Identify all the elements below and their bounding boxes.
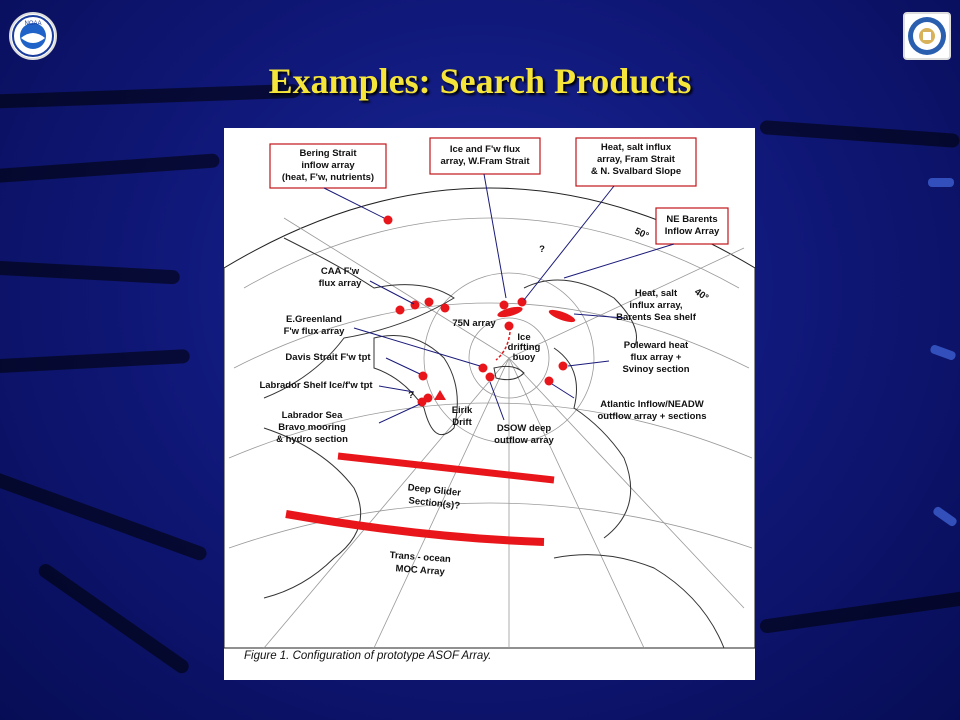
eirik-drift-marker <box>434 390 446 400</box>
label-labrador-sea: Labrador Sea <box>282 410 343 421</box>
dsow-marker <box>485 372 495 382</box>
label-glider: Section(s)? <box>408 495 461 511</box>
slide-title: Examples: Search Products <box>268 61 692 101</box>
label-ne-barents: NE Barents <box>666 214 717 225</box>
label-labrador-sea: Bravo mooring <box>278 422 346 433</box>
label-ice-buoy: Ice <box>517 332 530 343</box>
label-atlantic: Atlantic Inflow/NEADW <box>600 399 703 410</box>
asof-array-map-figure: 50° 40° <box>224 128 755 680</box>
n75-marker <box>504 321 514 331</box>
background-streak <box>928 178 954 187</box>
label-ice-buoy: drifting <box>508 342 541 353</box>
label-labrador-shelf: Labrador Shelf Ice/f'w tpt <box>259 380 373 391</box>
label-ice-fram: Ice and F'w flux <box>450 144 521 155</box>
label-heat-salt-fram: array, Fram Strait <box>597 154 676 165</box>
moc-array <box>285 510 545 546</box>
caa-marker <box>424 297 434 307</box>
label-dsow: DSOW deep <box>497 423 552 434</box>
label-bering: Bering Strait <box>299 148 357 159</box>
svinoy-marker <box>558 361 568 371</box>
label-e-greenland: F'w flux array <box>284 326 346 337</box>
label-atlantic: outflow array + sections <box>597 411 706 422</box>
label-heat-barents: Heat, salt <box>635 288 678 299</box>
label-moc: Trans - ocean <box>389 550 451 565</box>
svg-text:NOAA: NOAA <box>24 21 41 27</box>
background-streak <box>929 343 957 362</box>
label-moc: MOC Array <box>395 563 446 577</box>
label-heat-salt-fram: Heat, salt influx <box>601 142 672 153</box>
background-streak <box>759 120 960 148</box>
egreen-marker <box>478 363 488 373</box>
label-boxes <box>269 137 729 245</box>
label-heat-barents: influx array, <box>629 300 682 311</box>
background-streak <box>0 470 209 563</box>
label-poleward: Poleward heat <box>624 340 689 351</box>
deep-glider-section <box>337 452 555 484</box>
background-streak <box>0 260 181 285</box>
noaa-logo: NOAA <box>9 12 57 60</box>
label-eirik: Drift <box>452 417 472 428</box>
label-caa: CAA F'w <box>321 266 360 277</box>
fram-strait-array <box>497 306 523 318</box>
array-markers <box>285 215 576 546</box>
figure-caption: Figure 1. Configuration of prototype ASO… <box>244 650 492 662</box>
label-question: ? <box>408 390 414 401</box>
label-poleward: Svinoy section <box>622 364 689 375</box>
label-dsow: outflow array <box>494 435 554 446</box>
atlantic-marker <box>544 376 554 386</box>
label-bering: inflow array <box>301 160 355 171</box>
bering-strait-marker <box>383 215 393 225</box>
background-streak <box>0 349 191 374</box>
barents-shelf-array <box>548 309 576 323</box>
label-e-greenland: E.Greenland <box>286 314 342 325</box>
label-bering: (heat, F'w, nutrients) <box>282 172 374 183</box>
background-streak <box>0 153 220 184</box>
label-ne-barents: Inflow Array <box>665 226 720 237</box>
davis-marker <box>418 371 428 381</box>
background-streak <box>35 561 192 676</box>
label-ice-buoy: buoy <box>513 352 536 363</box>
label-poleward: flux array + <box>631 352 682 363</box>
label-ice-fram: array, W.Fram Strait <box>440 156 530 167</box>
label-heat-salt-fram: & N. Svalbard Slope <box>591 166 681 177</box>
label-davis: Davis Strait F'w tpt <box>285 352 371 363</box>
caa-marker <box>410 300 420 310</box>
graticule <box>228 217 753 649</box>
label-75n: 75N array <box>452 318 496 329</box>
label-question: ? <box>539 244 545 255</box>
leader-lines <box>323 173 675 424</box>
labrador-marker <box>423 393 433 403</box>
label-caa: flux array <box>319 278 362 289</box>
fram-strait-marker <box>499 300 509 310</box>
caa-marker <box>395 305 405 315</box>
background-streak <box>931 505 959 528</box>
label-heat-barents: Barents Sea shelf <box>616 312 697 323</box>
label-labrador-sea: & hydro section <box>276 434 348 445</box>
caa-marker <box>440 303 450 313</box>
background-streak <box>759 589 960 634</box>
label-eirik: Eirik <box>452 405 473 416</box>
department-of-commerce-seal <box>903 12 951 60</box>
